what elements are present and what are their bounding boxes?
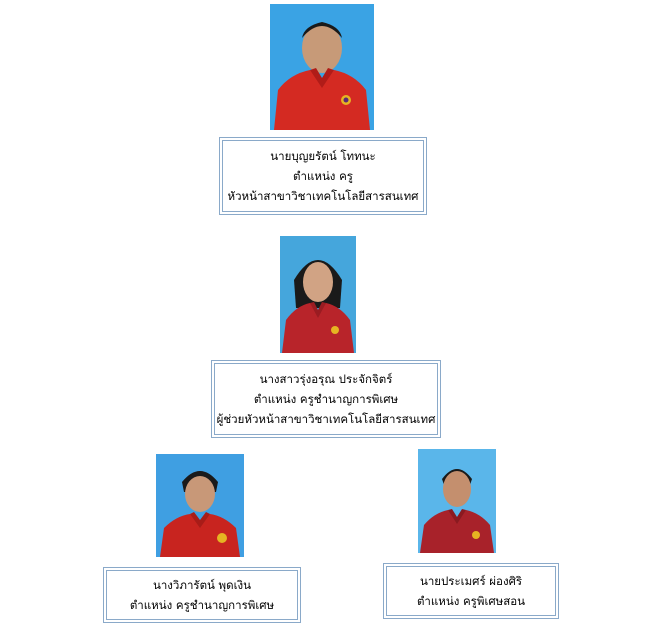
person-3-name: นางวิภารัตน์ พุดเงิน — [152, 578, 252, 592]
person-3-photo — [156, 454, 244, 557]
person-2-name: นางสาวรุ่งอรุณ ประจักจิตร์ — [259, 372, 393, 386]
person-2-photo — [280, 236, 356, 353]
person-2-role: ผู้ช่วยหัวหน้าสาขาวิชาเทคโนโลยีสารสนเทศ — [216, 412, 436, 426]
person-1-photo — [270, 4, 374, 130]
person-1-card: นายบุญยรัตน์ โททนะ ตำแหน่ง ครู หัวหน้าสา… — [219, 137, 427, 215]
person-3-position: ตำแหน่ง ครูชำนาญการพิเศษ — [129, 598, 275, 612]
person-1-name: นายบุญยรัตน์ โททนะ — [270, 149, 376, 163]
person-2-card: นางสาวรุ่งอรุณ ประจักจิตร์ ตำแหน่ง ครูชำ… — [211, 360, 441, 438]
person-1-role: หัวหน้าสาขาวิชาเทคโนโลยีสารสนเทศ — [227, 189, 419, 203]
person-4-photo — [418, 449, 496, 553]
person-4-position: ตำแหน่ง ครูพิเศษสอน — [416, 594, 526, 608]
person-4-name: นายประเมศร์ ผ่องศิริ — [419, 574, 523, 588]
person-3-card: นางวิภารัตน์ พุดเงิน ตำแหน่ง ครูชำนาญการ… — [103, 567, 301, 623]
person-2-position: ตำแหน่ง ครูชำนาญการพิเศษ — [253, 392, 399, 406]
person-1-position: ตำแหน่ง ครู — [293, 169, 353, 183]
person-4-card: นายประเมศร์ ผ่องศิริ ตำแหน่ง ครูพิเศษสอน — [383, 563, 559, 619]
